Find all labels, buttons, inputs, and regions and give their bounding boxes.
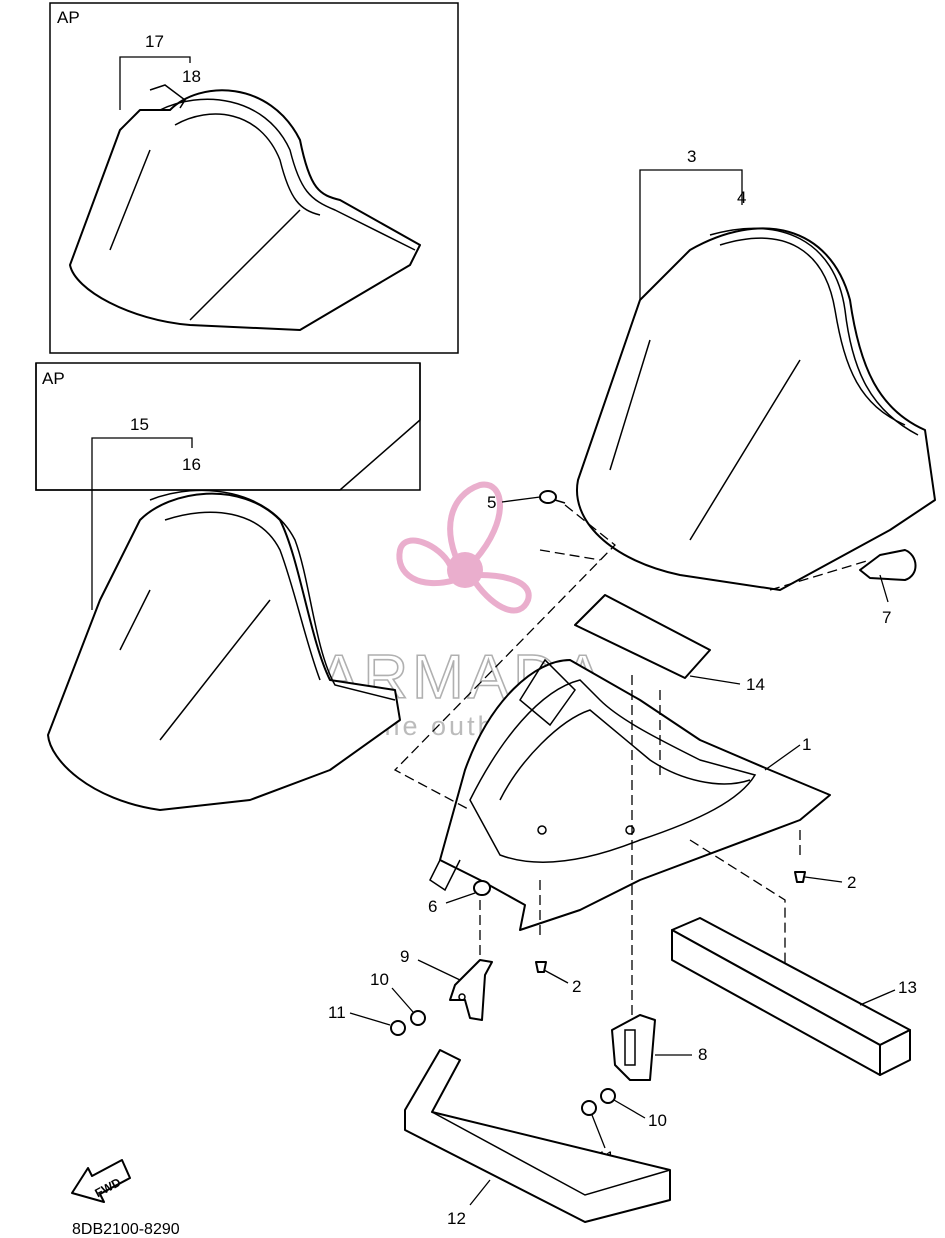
inset-bottom-border xyxy=(35,363,421,491)
callout-6: 6 xyxy=(428,897,437,916)
inset-bottom-tag: AP xyxy=(42,369,65,388)
callout-4: 4 xyxy=(737,188,746,207)
bracket-9 xyxy=(449,959,493,1021)
callout-11-left: 11 xyxy=(328,1003,346,1022)
callout-8: 8 xyxy=(698,1045,707,1064)
screw-2-bottom xyxy=(535,961,547,973)
leader-9 xyxy=(417,959,461,981)
fwd-arrow-icon: FWD xyxy=(71,1159,131,1203)
callout-9: 9 xyxy=(400,947,409,966)
callout-13: 13 xyxy=(898,978,917,997)
inset-bottom: AP 15 16 xyxy=(35,362,421,811)
leader-1 xyxy=(764,744,801,771)
callout-1: 1 xyxy=(802,735,811,754)
bracket-8 xyxy=(611,1014,656,1081)
screw-5 xyxy=(539,490,566,504)
callout-15: 15 xyxy=(130,415,149,434)
rail-12 xyxy=(404,1049,671,1223)
callout-3: 3 xyxy=(687,147,696,166)
callout-7: 7 xyxy=(882,608,891,627)
windshield-variant-17 xyxy=(69,84,421,331)
clip-7 xyxy=(859,549,917,581)
leader-3 xyxy=(639,169,743,300)
leader-11-right xyxy=(591,1114,606,1149)
leader-5 xyxy=(501,496,541,503)
leader-2-right xyxy=(804,876,843,883)
callout-18: 18 xyxy=(182,67,201,86)
callout-10-right: 10 xyxy=(648,1111,667,1130)
propeller-logo-icon xyxy=(396,481,532,614)
callout-14: 14 xyxy=(746,675,765,694)
windshield-variant-15 xyxy=(47,489,401,811)
inset-top-frame xyxy=(49,2,459,354)
leader-6 xyxy=(445,892,476,904)
nut-11-right xyxy=(581,1100,597,1116)
leader-10-right xyxy=(613,1099,646,1119)
leader-14 xyxy=(689,675,741,685)
callout-5: 5 xyxy=(487,493,496,512)
callout-2-right: 2 xyxy=(847,873,856,892)
inset-top-tag: AP xyxy=(57,8,80,27)
leader-2-bottom xyxy=(543,969,569,984)
leader-13 xyxy=(859,989,896,1006)
screw-2-right xyxy=(794,871,806,883)
pad-14 xyxy=(574,594,711,679)
nut-11-left xyxy=(390,1020,406,1036)
callout-10-left: 10 xyxy=(370,970,389,989)
callout-12: 12 xyxy=(447,1209,466,1228)
leader-11-left xyxy=(349,1012,391,1026)
leader-12 xyxy=(469,1179,491,1206)
diagram-code: 8DB2100-8290 xyxy=(72,1221,180,1238)
leader-7 xyxy=(879,574,889,603)
callout-16: 16 xyxy=(182,455,201,474)
grommet-6 xyxy=(473,880,491,896)
leader-15 xyxy=(91,437,193,610)
cowling-1 xyxy=(429,658,831,931)
alignment-lines xyxy=(393,504,871,1020)
callout-2-bottom: 2 xyxy=(572,977,581,996)
foam-block-13 xyxy=(671,917,911,1076)
washer-10-right xyxy=(600,1088,616,1104)
leader-17 xyxy=(119,56,191,110)
leader-10-left xyxy=(391,987,414,1013)
callout-17: 17 xyxy=(145,32,164,51)
washer-10-left xyxy=(410,1010,426,1026)
inset-top: AP 17 18 xyxy=(49,2,459,354)
windshield-main xyxy=(576,227,936,591)
